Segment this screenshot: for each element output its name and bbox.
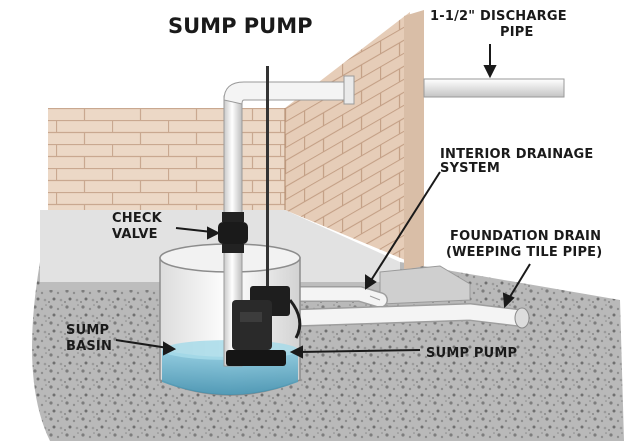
footing-block bbox=[379, 265, 471, 305]
diagram-title: SUMP PUMP bbox=[168, 14, 313, 38]
check-valve-label: CHECK bbox=[112, 211, 163, 226]
sump-basin-label-line2: BASIN bbox=[66, 339, 112, 354]
interior-drainage-label-line2: SYSTEM bbox=[440, 161, 500, 176]
exterior-discharge bbox=[423, 78, 565, 98]
foundation-drain-label-line2: (WEEPING TILE PIPE) bbox=[446, 245, 602, 260]
side-brick-wall bbox=[285, 12, 410, 262]
check-valve bbox=[218, 212, 248, 253]
leader-lines bbox=[115, 44, 531, 359]
sump-basin-label: SUMP bbox=[66, 323, 109, 338]
check-valve-label-line2: VALVE bbox=[112, 227, 158, 242]
sump-pump-unit bbox=[226, 286, 302, 366]
drain-pipes bbox=[289, 286, 530, 329]
float-rod bbox=[266, 66, 269, 296]
sump-pump-label: SUMP PUMP bbox=[426, 346, 517, 361]
discharge-pipe-label: 1-1/2" DISCHARGE bbox=[430, 9, 567, 24]
discharge-pipe-label-line2: PIPE bbox=[500, 25, 534, 40]
interior-drainage-label: INTERIOR DRAINAGE bbox=[440, 147, 594, 162]
back-brick-wall bbox=[48, 108, 285, 210]
foundation-drain-label: FOUNDATION DRAIN bbox=[450, 229, 601, 244]
wall-corner-column bbox=[404, 10, 424, 270]
